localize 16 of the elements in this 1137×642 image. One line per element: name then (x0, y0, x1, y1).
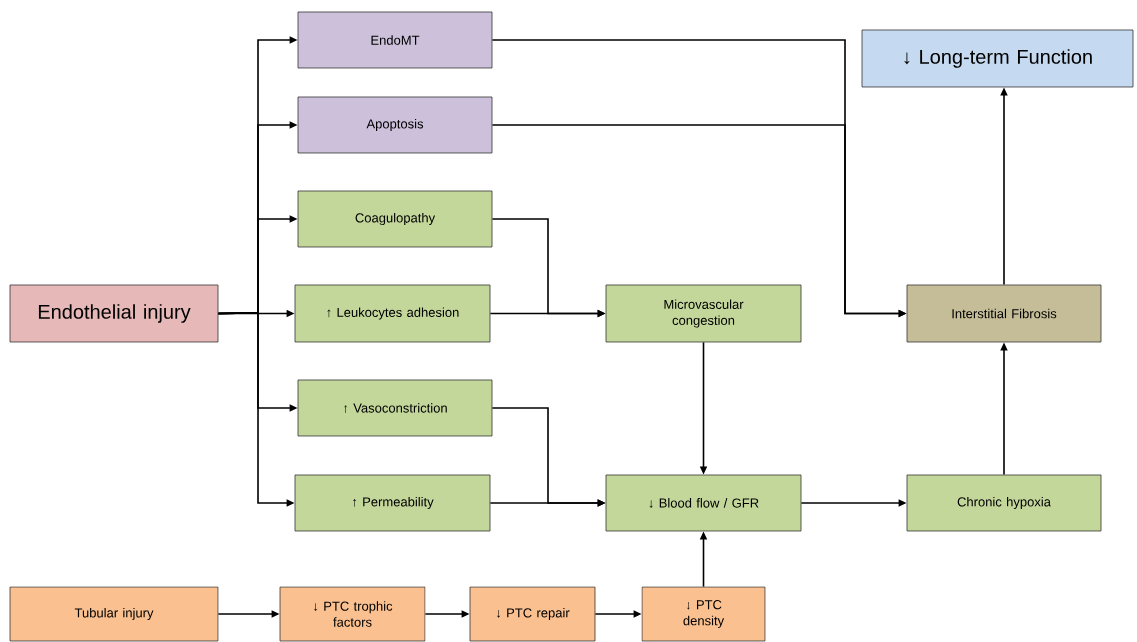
process-box: Endothelial injury (9, 284, 219, 343)
process-box: ↓ PTC density (641, 586, 766, 642)
process-box: ↓ PTC repair (469, 586, 596, 642)
process-box: ↑ Permeability (294, 474, 491, 532)
process-box: Coagulopathy (297, 190, 493, 248)
process-box: Tubular injury (9, 586, 219, 642)
process-box: Interstitial Fibrosis (906, 284, 1102, 343)
process-box: ↓ Blood flow / GFR (605, 474, 802, 532)
process-box: Apoptosis (297, 96, 493, 154)
process-box: Chronic hypoxia (906, 474, 1102, 532)
outcome-box: ↓ Long-term Function (861, 29, 1134, 88)
process-box: Microvascular congestion (605, 284, 802, 343)
process-box: EndoMT (297, 11, 493, 69)
process-box: ↑ Leukocytes adhesion (294, 284, 491, 343)
process-box: ↓ PTC trophic factors (279, 586, 426, 642)
process-box: ↑ Vasoconstriction (297, 379, 493, 437)
